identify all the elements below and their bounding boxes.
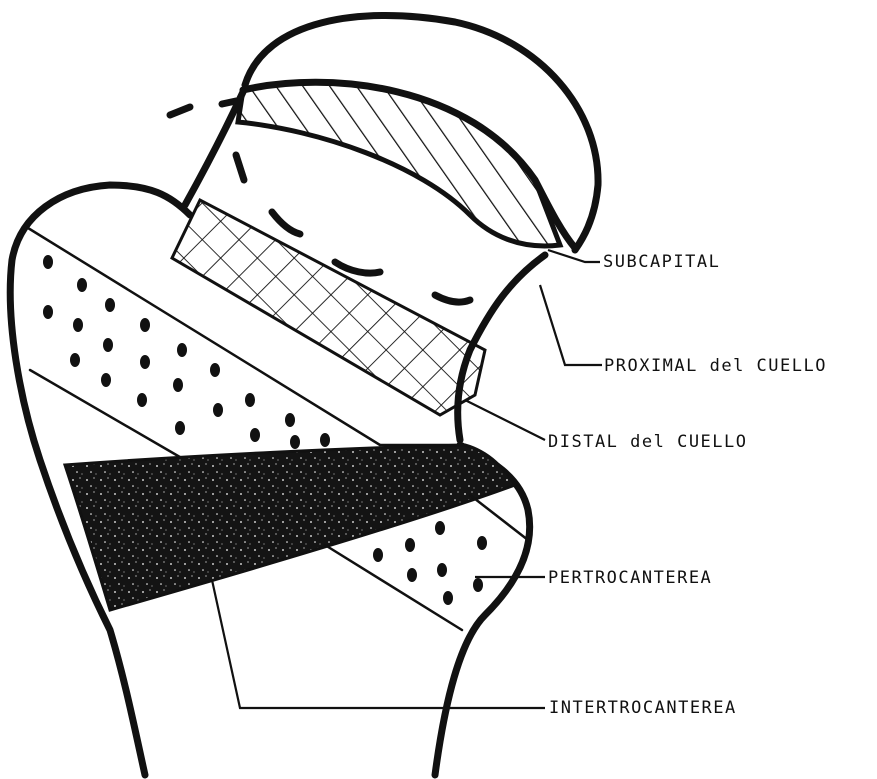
pertrochanteric-dots (373, 521, 487, 605)
head-mark (170, 107, 190, 115)
neck-mark (435, 295, 470, 302)
label-subcapital: SUBCAPITAL (603, 252, 720, 272)
neck-mark (335, 262, 380, 273)
pertrochanteric-zone (325, 545, 462, 630)
subcapital-zone (238, 82, 560, 246)
proximal-leader (540, 285, 602, 365)
label-pertrocanterea: PERTROCANTEREA (548, 568, 712, 588)
neck-mark (272, 212, 300, 234)
neck-mark (236, 155, 244, 180)
pertrochanteric-edge (470, 495, 528, 540)
intertrochanteric-zone (65, 445, 515, 610)
neck-upper-border (185, 92, 243, 205)
label-distal-cuello: DISTAL del CUELLO (548, 432, 748, 452)
label-intertrocanterea: INTERTROCANTEREA (549, 698, 737, 718)
proximal-neck-zone (172, 200, 485, 415)
distal-leader (465, 400, 545, 440)
label-proximal-cuello: PROXIMAL del CUELLO (604, 356, 827, 376)
